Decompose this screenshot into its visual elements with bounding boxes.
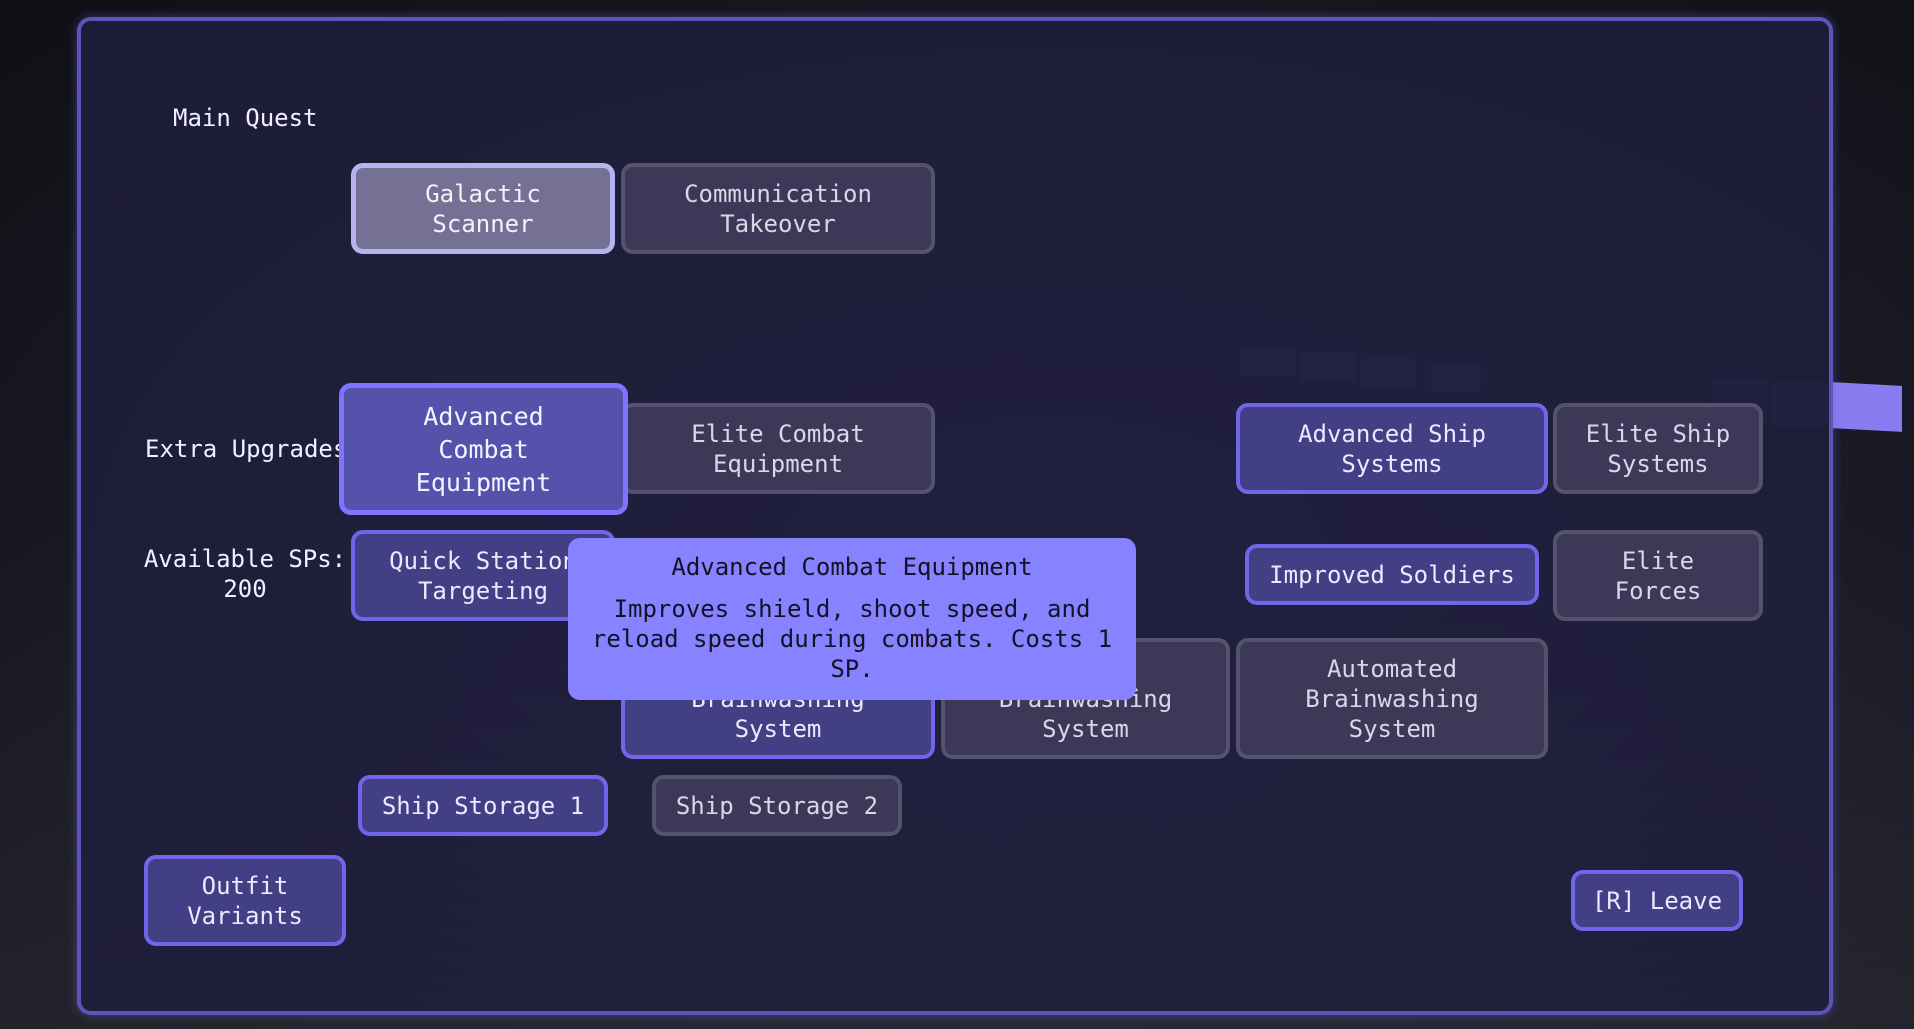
leave-button[interactable]: [R] Leave (1571, 870, 1743, 931)
node-ship-storage-2[interactable]: Ship Storage 2 (652, 775, 902, 836)
node-elite-combat-equipment[interactable]: Elite Combat Equipment (621, 403, 935, 494)
node-elite-forces[interactable]: Elite Forces (1553, 530, 1763, 621)
available-sps: Available SPs: 200 (140, 544, 350, 604)
node-elite-ship-systems[interactable]: Elite Ship Systems (1553, 403, 1763, 494)
node-outfit-variants[interactable]: Outfit Variants (144, 855, 346, 946)
section-extra-upgrades: Extra Upgrades (145, 435, 348, 463)
node-advanced-combat-equipment[interactable]: Advanced Combat Equipment (339, 383, 628, 515)
node-ship-storage-1[interactable]: Ship Storage 1 (358, 775, 608, 836)
available-sps-value: 200 (223, 575, 267, 603)
node-automated-brainwashing-system[interactable]: Automated Brainwashing System (1236, 638, 1548, 759)
tooltip-title: Advanced Combat Equipment (671, 553, 1033, 581)
node-advanced-ship-systems[interactable]: Advanced Ship Systems (1236, 403, 1548, 494)
background-glow-block (1832, 382, 1902, 432)
tooltip-advanced-combat-equipment: Advanced Combat Equipment Improves shiel… (568, 538, 1136, 700)
section-main-quest: Main Quest (173, 104, 318, 132)
node-galactic-scanner[interactable]: Galactic Scanner (351, 163, 615, 254)
tooltip-description: Improves shield, shoot speed, and reload… (591, 595, 1113, 683)
node-improved-soldiers[interactable]: Improved Soldiers (1245, 544, 1539, 605)
available-sps-label: Available SPs: (143, 545, 347, 573)
node-communication-takeover[interactable]: Communication Takeover (621, 163, 935, 254)
